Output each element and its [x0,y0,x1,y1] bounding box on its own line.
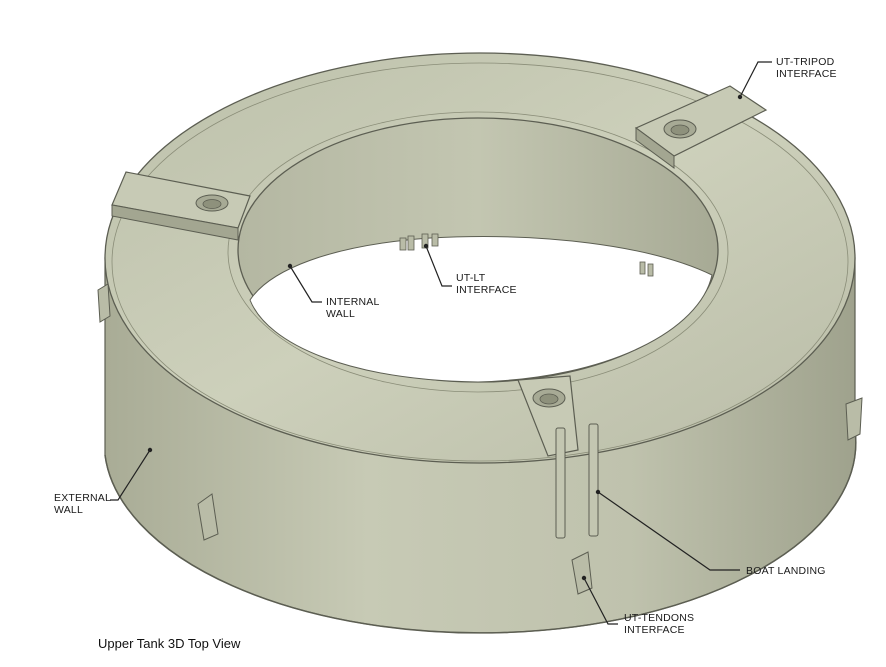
leader-dots [147,94,743,581]
leader-boat-landing [597,491,740,571]
tripod-block-left [111,171,251,241]
label-ut-tripod-line2: INTERFACE [776,68,837,80]
tank-bottom-edge [104,429,857,634]
leader-ut-lt [425,245,452,287]
tripod-block-right [634,85,768,169]
label-external-wall: EXTERNAL WALL [54,492,111,516]
leader-lines [110,61,772,625]
ut-lt-interface-tabs [399,233,654,277]
label-ut-tendons-interface: UT-TENDONS INTERFACE [624,612,694,636]
label-ut-lt-interface: UT-LT INTERFACE [456,272,517,296]
boat-landing-posts [555,423,599,539]
label-boat-landing: BOAT LANDING [746,565,826,577]
figure-caption: Upper Tank 3D Top View [98,636,241,651]
label-internal-wall: INTERNAL WALL [326,296,380,320]
label-ut-tripod-line1: UT-TRIPOD [776,56,835,68]
label-ut-lt-line2: INTERFACE [456,284,517,296]
label-boat-landing-line1: BOAT LANDING [746,565,826,577]
label-ut-tendons-line1: UT-TENDONS [624,612,695,624]
label-ut-tripod-interface: UT-TRIPOD INTERFACE [776,56,837,80]
label-internal-wall-line2: WALL [326,308,356,320]
label-ut-lt-line1: UT-LT [456,272,486,284]
label-internal-wall-line1: INTERNAL [326,296,380,308]
label-ut-tendons-line2: INTERFACE [624,624,685,636]
leader-ut-tripod [739,61,772,98]
top-rim-edge [111,62,849,462]
leader-external-wall [110,449,151,501]
leader-ut-tendons [583,577,618,625]
label-external-wall-line2: WALL [54,504,84,516]
label-external-wall-line1: EXTERNAL [54,492,112,504]
leader-internal-wall [289,265,322,303]
tank-opening [249,236,713,383]
internal-rim-edge [227,111,729,393]
